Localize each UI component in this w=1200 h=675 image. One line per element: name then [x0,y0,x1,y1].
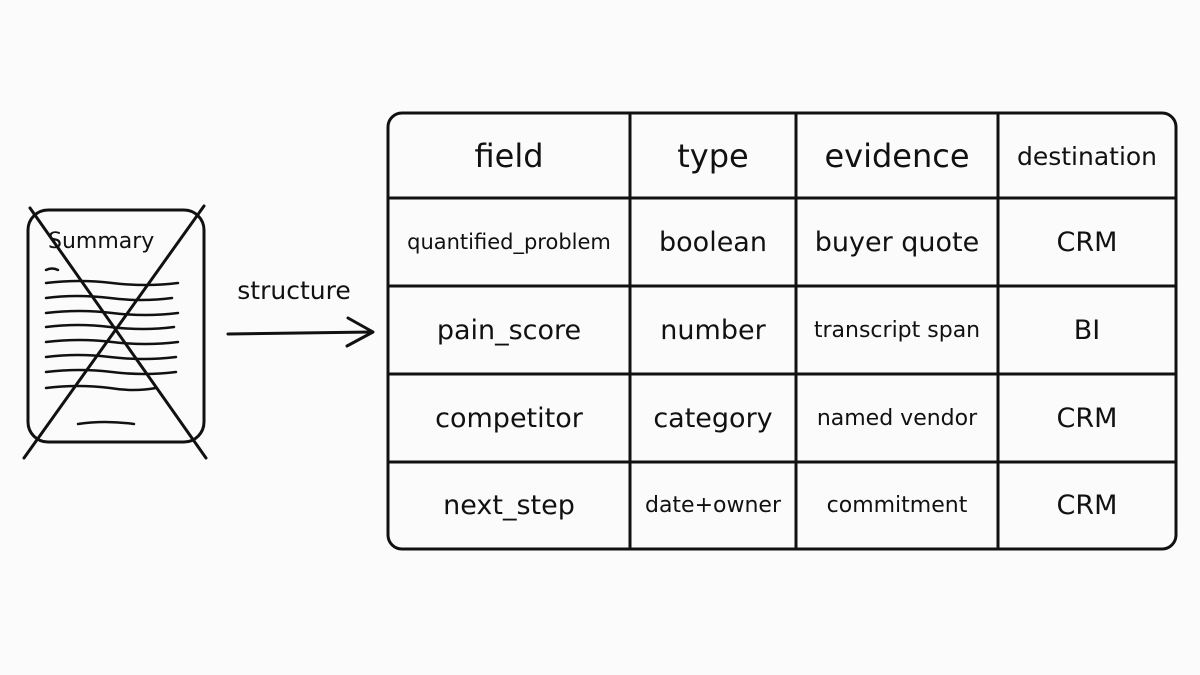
table-cell-type: boolean [659,226,767,258]
table-cell-evidence: named vendor [816,405,978,431]
summary-document-outline [26,208,206,444]
summary-title: Summary [48,229,155,254]
table-cell-field: competitor [435,402,583,434]
table-cell-destination: CRM [1056,402,1118,434]
table-cell-type: category [653,402,773,434]
table-outline [386,111,1178,551]
table-cell-destination: CRM [1056,226,1118,258]
table-cell-destination: BI [1073,314,1101,346]
table-cell-field: next_step [443,490,575,521]
table-header-field: field [474,137,544,175]
arrow-label: structure [237,276,351,305]
summary-text-lines [44,267,180,426]
table-cell-evidence: transcript span [813,317,981,343]
table-header-type: type [677,137,749,175]
cross-out-line-2 [22,204,206,460]
table-header-evidence: evidence [824,137,970,175]
structure-arrow-shaft [226,330,374,336]
table-cell-field: quantified_problem [407,230,611,254]
table-cell-type: date+owner [644,493,782,518]
table-cell-field: pain_score [436,314,582,346]
table-cell-destination: CRM [1056,490,1118,521]
table-header-destination: destination [1016,141,1158,171]
table-cell-evidence: commitment [826,493,968,518]
structure-arrow-head [345,316,375,348]
table-cell-type: number [660,314,766,346]
cross-out-line-1 [28,206,208,460]
table-cell-evidence: buyer quote [814,226,980,258]
